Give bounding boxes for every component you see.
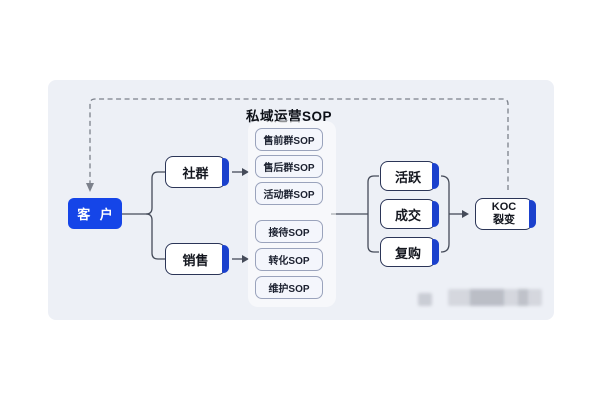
customer-branch-down-line: [145, 213, 165, 260]
outcomes-left-bracket: [367, 175, 379, 253]
sales-to-sop-arrowhead: [242, 255, 249, 263]
community-to-sop-arrowhead: [242, 168, 249, 176]
watermark-block: [470, 289, 504, 306]
node-community: 社群: [165, 156, 229, 188]
sop-conversion: 转化SOP: [255, 248, 323, 271]
sop-presale-group: 售前群SOP: [255, 128, 323, 151]
outcome-deal: 成交: [380, 199, 439, 229]
diagram-title: 私域运营SOP: [245, 109, 332, 124]
sop-reception: 接待SOP: [255, 220, 323, 243]
koc-label-line1: KOC: [491, 200, 517, 213]
sop-aftersale-group: 售后群SOP: [255, 155, 323, 178]
watermark-block: [518, 289, 528, 306]
sop-maintenance: 维护SOP: [255, 276, 323, 299]
koc-label-line2: 裂变: [493, 214, 515, 226]
node-customer: 客 户: [68, 198, 122, 229]
node-sales: 销售: [165, 243, 229, 275]
outcome-active: 活跃: [380, 161, 439, 191]
watermark: [418, 289, 542, 308]
outcomes-right-bracket: [440, 175, 450, 253]
node-koc-fission: KOC 裂变: [475, 198, 536, 230]
customer-branch-up-line: [122, 171, 165, 215]
feedback-dashed-line: [89, 98, 509, 190]
feedback-arrowhead: [86, 183, 94, 192]
sop-activity-group: 活动群SOP: [255, 182, 323, 205]
outcome-repurchase: 复购: [380, 237, 439, 267]
watermark-block: [418, 293, 432, 306]
outcomes-to-koc-arrowhead: [462, 210, 469, 218]
